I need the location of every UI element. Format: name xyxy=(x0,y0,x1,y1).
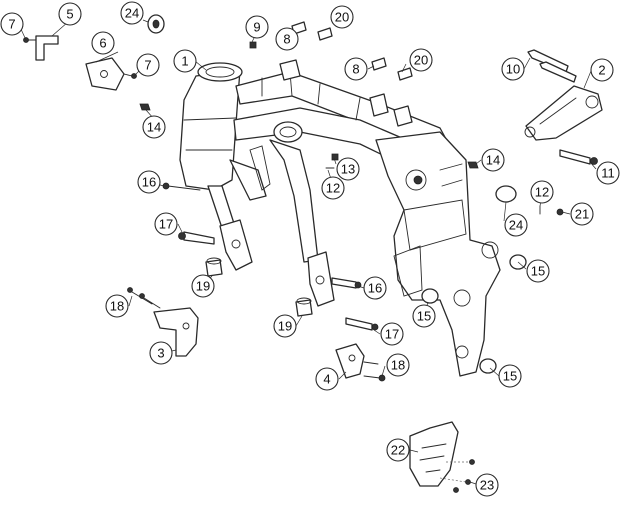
callouts: 7 5 24 9 20 8 6 7 1 8 20 10 2 14 13 14 1… xyxy=(0,1,620,497)
svg-text:7: 7 xyxy=(144,58,151,73)
main-frame xyxy=(179,59,501,377)
callout-15-c: 15 xyxy=(498,364,522,388)
svg-text:12: 12 xyxy=(326,181,340,196)
callout-16-a: 16 xyxy=(137,170,161,194)
callout-19-b: 19 xyxy=(273,314,297,338)
svg-text:24: 24 xyxy=(125,6,139,21)
callout-18-a: 18 xyxy=(105,294,129,318)
callout-10: 10 xyxy=(501,57,525,81)
svg-text:19: 19 xyxy=(278,319,292,334)
callout-11: 11 xyxy=(596,161,620,185)
svg-text:24: 24 xyxy=(509,218,523,233)
svg-text:10: 10 xyxy=(506,62,520,77)
callout-24-b: 24 xyxy=(504,213,528,237)
svg-text:19: 19 xyxy=(196,279,210,294)
callout-15-a: 15 xyxy=(526,259,550,283)
callout-20-a: 20 xyxy=(330,5,354,29)
svg-text:7: 7 xyxy=(8,17,15,32)
hardware-parts xyxy=(23,14,564,493)
callout-5: 5 xyxy=(58,2,82,26)
svg-text:13: 13 xyxy=(341,162,355,177)
callout-9: 9 xyxy=(245,15,269,39)
callout-20-b: 20 xyxy=(409,48,433,72)
rear-linkage-assembly xyxy=(524,49,603,165)
svg-text:15: 15 xyxy=(503,369,517,384)
svg-text:5: 5 xyxy=(66,7,73,22)
svg-text:4: 4 xyxy=(323,372,330,387)
callout-16-b: 16 xyxy=(363,276,387,300)
callout-14-b: 14 xyxy=(481,148,505,172)
callout-12-a: 12 xyxy=(321,176,345,200)
callout-1: 1 xyxy=(173,49,197,73)
svg-text:1: 1 xyxy=(181,54,188,69)
svg-text:2: 2 xyxy=(598,63,605,78)
callout-17-b: 17 xyxy=(380,322,404,346)
callout-8-b: 8 xyxy=(344,57,368,81)
svg-text:23: 23 xyxy=(480,478,494,493)
callout-2: 2 xyxy=(590,58,614,82)
callout-23: 23 xyxy=(475,473,499,497)
svg-text:22: 22 xyxy=(391,443,405,458)
callout-17-a: 17 xyxy=(154,212,178,236)
svg-text:15: 15 xyxy=(531,264,545,279)
svg-text:15: 15 xyxy=(417,309,431,324)
svg-text:21: 21 xyxy=(575,207,589,222)
callout-13: 13 xyxy=(336,157,360,181)
svg-text:6: 6 xyxy=(99,36,106,51)
callout-4: 4 xyxy=(315,367,339,391)
svg-text:8: 8 xyxy=(283,32,290,47)
callout-19-a: 19 xyxy=(191,274,215,298)
callout-24-a: 24 xyxy=(120,1,144,25)
svg-text:17: 17 xyxy=(159,217,173,232)
callout-22: 22 xyxy=(386,438,410,462)
svg-text:12: 12 xyxy=(535,185,549,200)
svg-text:16: 16 xyxy=(368,281,382,296)
svg-text:17: 17 xyxy=(385,327,399,342)
callout-7-a: 7 xyxy=(0,12,24,36)
callout-8-a: 8 xyxy=(275,27,299,51)
svg-text:14: 14 xyxy=(486,153,500,168)
callout-3: 3 xyxy=(149,341,173,365)
svg-text:18: 18 xyxy=(391,358,405,373)
svg-text:16: 16 xyxy=(142,175,156,190)
callout-12-b: 12 xyxy=(530,180,554,204)
svg-text:3: 3 xyxy=(157,346,164,361)
callout-15-b: 15 xyxy=(412,304,436,328)
callout-21: 21 xyxy=(570,202,594,226)
callout-18-b: 18 xyxy=(386,353,410,377)
svg-text:18: 18 xyxy=(110,299,124,314)
callout-14-a: 14 xyxy=(142,115,166,139)
svg-text:20: 20 xyxy=(335,10,349,25)
svg-text:20: 20 xyxy=(414,53,428,68)
callout-7-b: 7 xyxy=(136,53,160,77)
svg-text:8: 8 xyxy=(352,62,359,77)
svg-text:9: 9 xyxy=(253,20,260,35)
svg-text:11: 11 xyxy=(601,166,615,181)
callout-6: 6 xyxy=(91,31,115,55)
svg-text:14: 14 xyxy=(147,120,161,135)
